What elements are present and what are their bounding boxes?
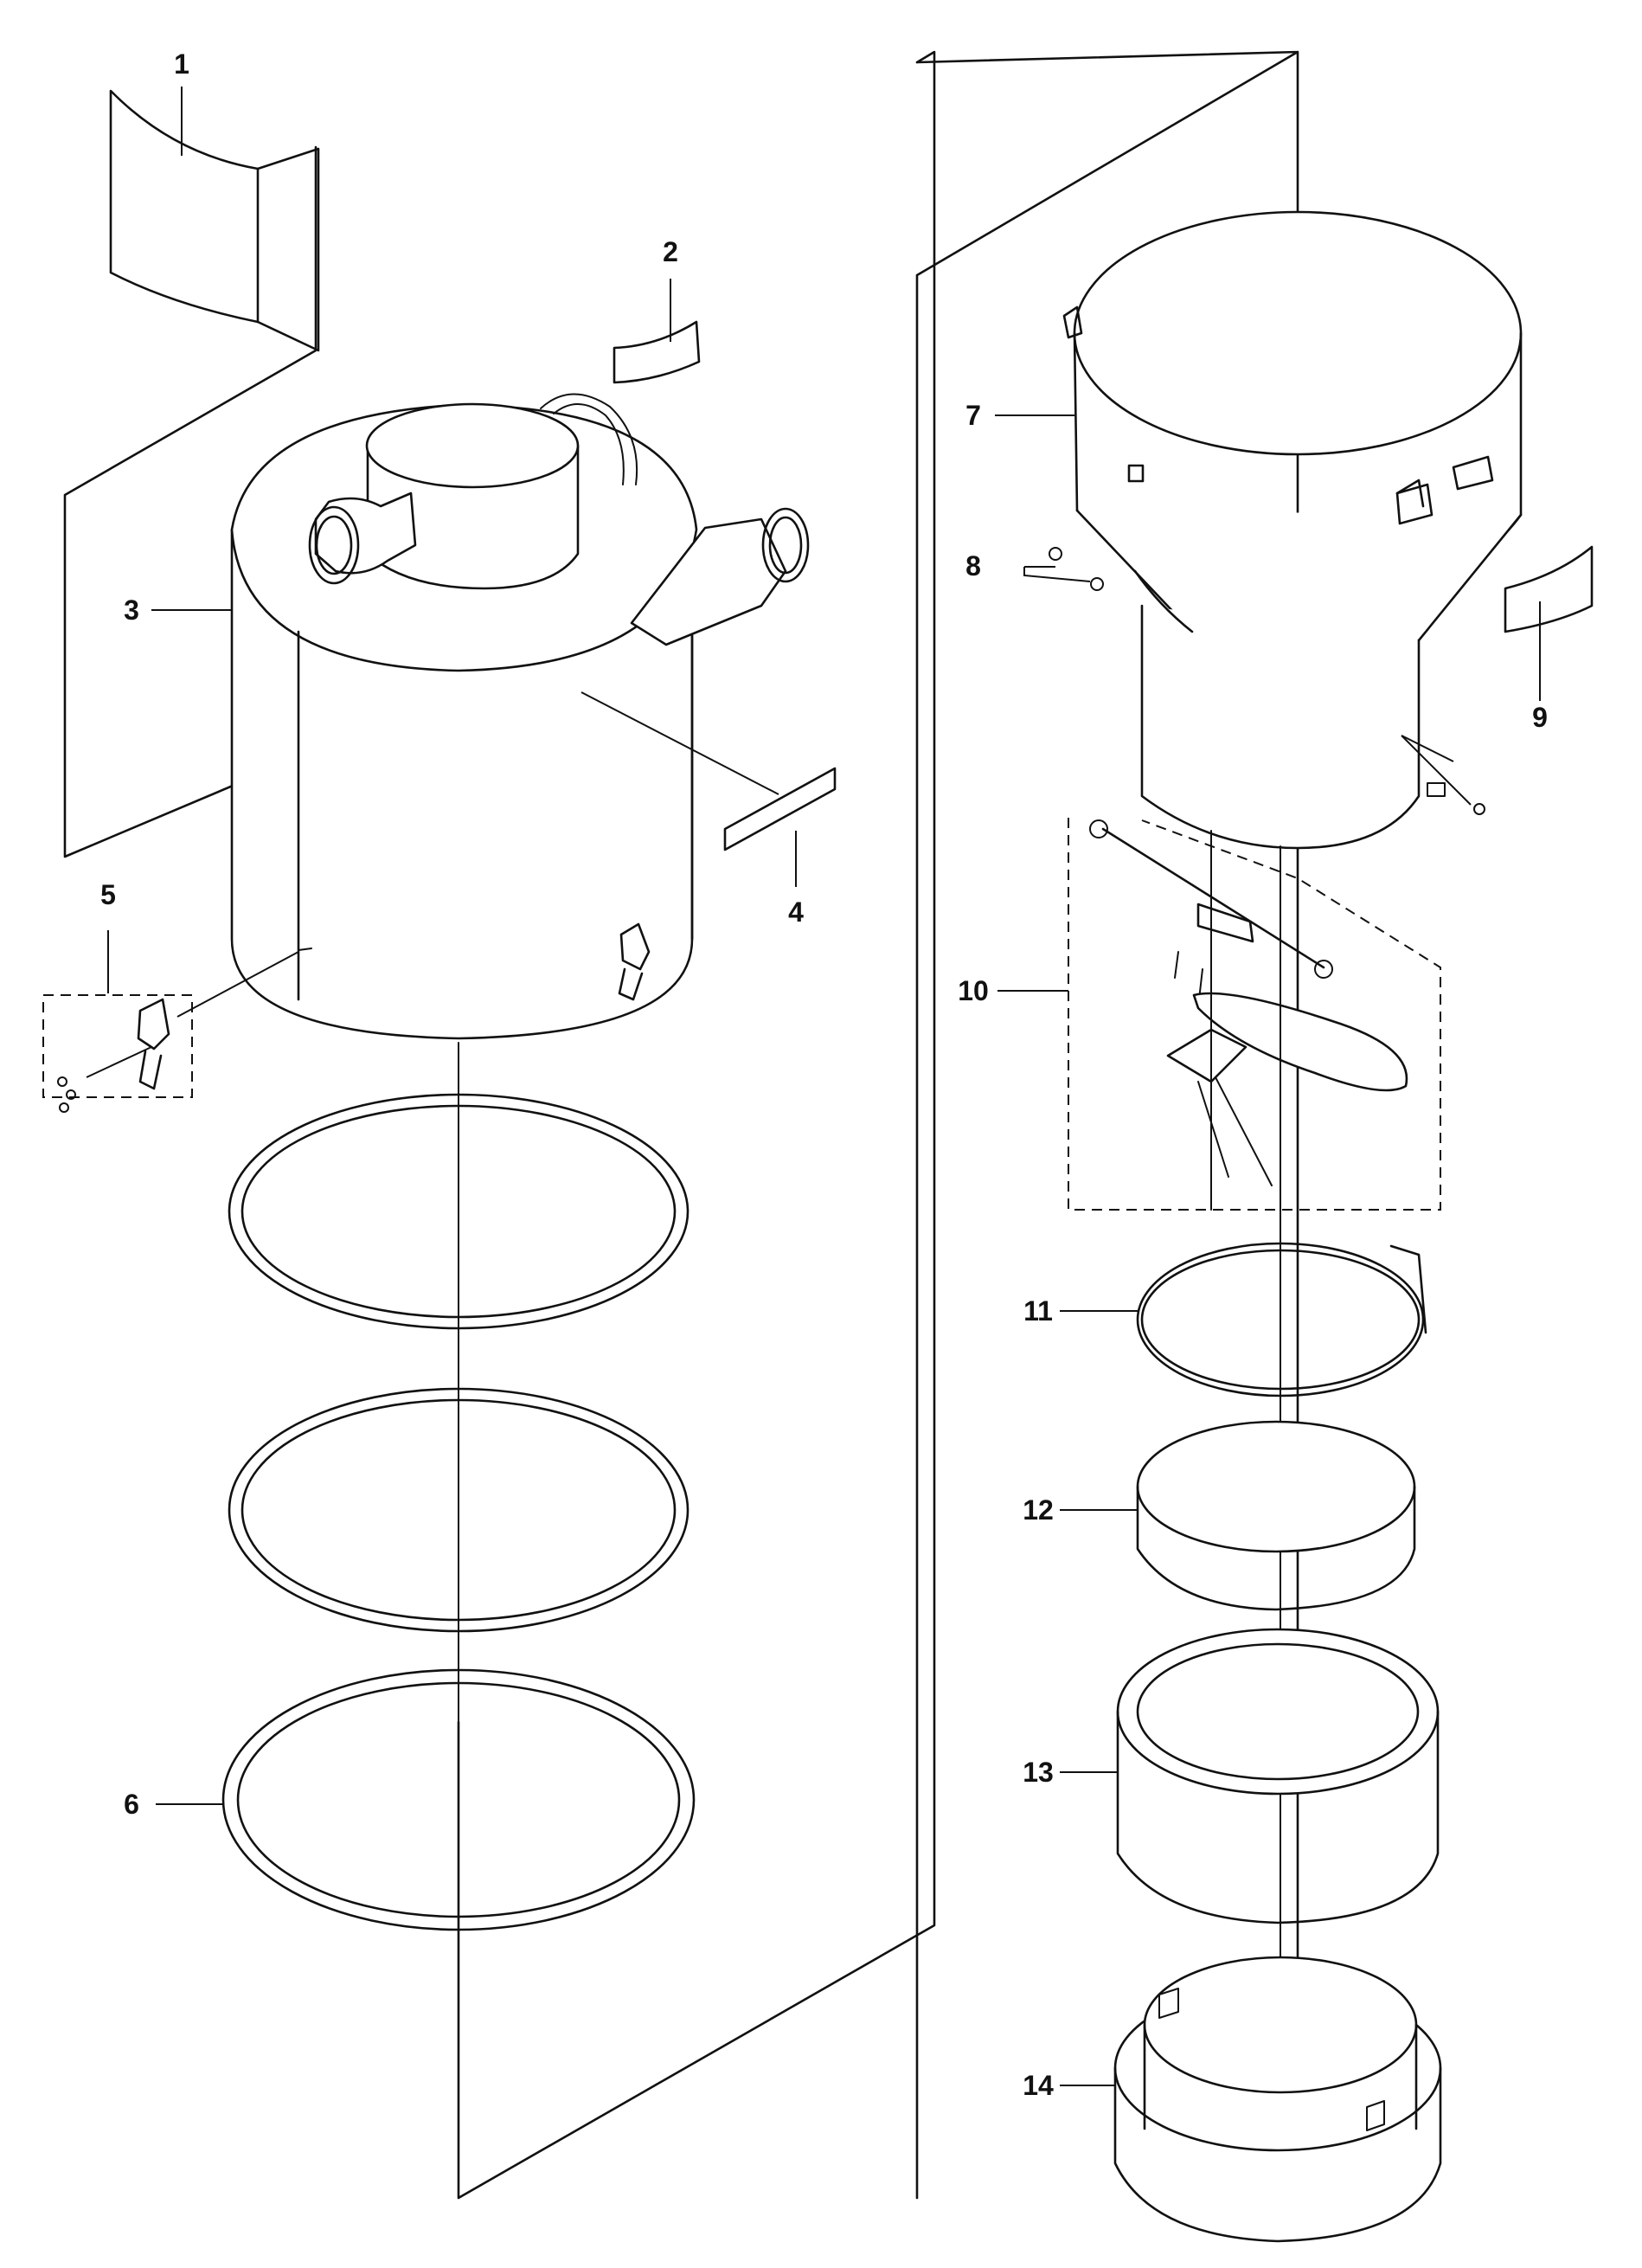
callout-6: 6	[124, 1789, 139, 1820]
callout-10: 10	[958, 975, 989, 1006]
callout-1: 1	[174, 48, 189, 80]
part-2-label	[613, 320, 701, 384]
part-gasket-ring-upper	[228, 1093, 690, 1330]
part-gasket-ring-middle	[228, 1387, 690, 1633]
callout-2: 2	[663, 236, 678, 267]
part-1-decal	[109, 89, 320, 352]
part-10-valve-kit	[1068, 818, 1441, 1211]
leaders	[107, 87, 1541, 2086]
part-7-funnel	[1062, 210, 1523, 850]
callout-4: 4	[788, 896, 804, 928]
part-6-gasket-ring-lower	[221, 1668, 696, 1931]
callout-9: 9	[1532, 702, 1548, 733]
left-plane-outline	[63, 50, 936, 2200]
callout-12: 12	[1023, 1494, 1054, 1526]
callouts: 1 2 3 4 5 6 7 8 9 10 11 12 13 14	[100, 48, 1548, 2101]
left-assembly	[42, 50, 936, 2200]
part-14-collar	[1113, 1956, 1442, 2243]
part-4-strip	[723, 767, 837, 851]
callout-11: 11	[1023, 1295, 1053, 1327]
part-9-label	[1504, 545, 1594, 633]
part-5-latch-kit	[42, 951, 299, 1113]
part-12-ring	[1136, 1420, 1416, 1611]
part-8-screws	[1023, 547, 1485, 815]
part-13-housing	[1116, 1628, 1440, 1924]
callout-5: 5	[100, 879, 116, 910]
callout-3: 3	[124, 594, 139, 626]
callout-8: 8	[965, 550, 981, 581]
callout-7: 7	[965, 400, 981, 431]
right-assembly	[915, 50, 1594, 2243]
part-3-tank	[230, 393, 810, 1040]
right-plane-outline	[915, 50, 1299, 2200]
part-11-clamp	[1136, 1242, 1427, 1397]
callout-14: 14	[1023, 2070, 1054, 2101]
callout-13: 13	[1023, 1757, 1054, 1788]
